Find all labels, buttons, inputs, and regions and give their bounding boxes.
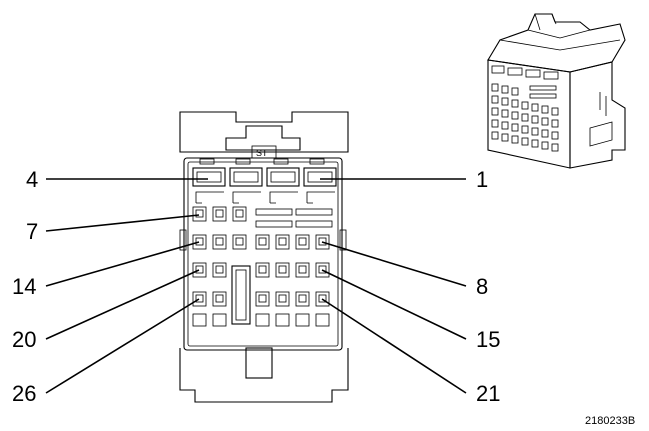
pin-label-8: 8 [476,274,488,299]
pin-label-20: 20 [12,327,36,352]
large-terminal-row [192,167,337,187]
pin-labels: 4 1 7 14 8 20 15 26 21 [12,167,500,406]
pin-label-1: 1 [476,167,488,192]
leader-lines [45,178,467,394]
connector-face-view: ST [179,111,349,403]
keyway-row [195,191,335,204]
perspective-cavity-grid [491,83,559,152]
connector-perspective-view [487,13,626,169]
pin-label-4: 4 [26,167,38,192]
pin-label-14: 14 [12,274,36,299]
pin-label-26: 26 [12,381,36,406]
figure-id: 2180233B [585,415,635,427]
pin-label-15: 15 [476,327,500,352]
pin-label-21: 21 [476,381,500,406]
pin-label-7: 7 [26,219,38,244]
connector-stamp: ST [256,148,268,158]
small-cavity-grid [192,206,333,327]
